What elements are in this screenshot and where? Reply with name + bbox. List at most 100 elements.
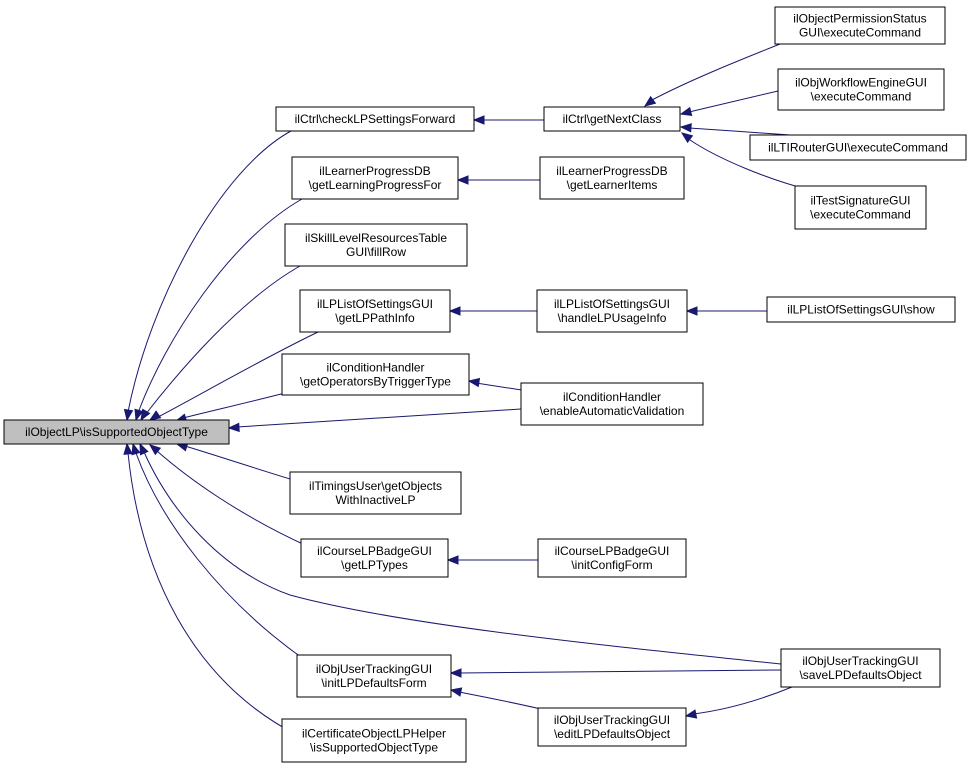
edge-getNextClass-to-checkLP (472, 115, 544, 125)
node-lpdbItems[interactable]: ilLearnerProgressDB\getLearnerItems (539, 156, 685, 200)
node-testSig[interactable]: ilTestSignatureGUI\executeCommand (794, 185, 927, 230)
nodes-layer: ilObjectLP\isSupportedObjectType ilCtrl\c… (3, 6, 967, 763)
node-condAuto[interactable]: ilConditionHandler\enableAutomaticValida… (520, 382, 704, 426)
node-root[interactable]: ilObjectLP\isSupportedObjectType (3, 419, 230, 445)
node-lpdbFor[interactable]: ilLearnerProgressDB\getLearningProgressF… (291, 156, 459, 200)
node-label: ilTestSignatureGUI (810, 194, 910, 208)
node-label: \initLPDefaultsForm (321, 676, 426, 690)
node-label: ilLTIRouterGUI\executeCommand (768, 141, 948, 155)
node-box (766, 296, 956, 323)
node-label: ilLPListOfSettingsGUI (317, 297, 433, 311)
node-label: ilLearnerProgressDB (556, 164, 667, 178)
node-label: ilConditionHandler (326, 361, 424, 375)
node-box (281, 718, 467, 763)
node-lpListPath[interactable]: ilLPListOfSettingsGUI\getLPPathInfo (299, 289, 451, 333)
node-label: \isSupportedObjectType (310, 741, 438, 755)
node-lpListShow[interactable]: ilLPListOfSettingsGUI\show (766, 296, 956, 323)
arrowhead-icon (123, 408, 134, 422)
arrowhead-icon (131, 442, 141, 456)
edge-permStatus-to-getNextClass (643, 43, 781, 107)
node-condOps[interactable]: ilConditionHandler\getOperatorsByTrigger… (281, 353, 470, 396)
arrowhead-icon (685, 306, 698, 316)
node-box (289, 471, 462, 515)
node-box (749, 134, 967, 161)
node-label: \getLPTypes (341, 558, 408, 572)
node-box (296, 654, 452, 698)
node-certHelper[interactable]: ilCertificateObjectLPHelper\isSupportedO… (281, 718, 467, 763)
edge-workflow-to-getNextClass (679, 90, 779, 117)
arrowhead-icon (148, 444, 162, 456)
edge-line (157, 331, 319, 418)
node-label: ilSkillLevelResourcesTable (305, 231, 447, 245)
node-utEdit[interactable]: ilObjUserTrackingGUI\editLPDefaultsObjec… (537, 707, 687, 747)
node-utSave[interactable]: ilObjUserTrackingGUI\saveLPDefaultsObjec… (780, 648, 941, 688)
edge-utSave-to-utInit (449, 668, 782, 678)
node-box (539, 156, 685, 200)
arrowhead-icon (227, 422, 240, 433)
node-getNextClass[interactable]: ilCtrl\getNextClass (543, 106, 681, 132)
arrowhead-icon (679, 106, 693, 117)
edge-line (692, 686, 793, 715)
node-badgeInit[interactable]: ilCourseLPBadgeGUI\initConfigForm (537, 538, 687, 578)
node-utInit[interactable]: ilObjUserTrackingGUI\initLPDefaultsForm (296, 654, 452, 698)
edge-line (184, 445, 301, 483)
edge-utInit-to-root (131, 442, 306, 661)
arrowhead-icon (449, 668, 462, 678)
node-permStatus[interactable]: ilObjectPermissionStatusGUI\executeComma… (774, 6, 946, 45)
edge-timings-to-root (175, 442, 301, 483)
edge-utEdit-to-utInit (449, 687, 546, 711)
node-label: ilObjUserTrackingGUI (316, 662, 432, 676)
edge-condAuto-to-root (227, 408, 522, 433)
edge-line (137, 198, 303, 414)
node-box (794, 185, 927, 230)
arrowhead-icon (456, 175, 469, 185)
arrowhead-icon (446, 555, 459, 565)
node-label: ilConditionHandler (563, 390, 661, 404)
node-label: GUI\fillRow (346, 245, 406, 259)
node-label: \handleLPUsageInfo (558, 311, 667, 325)
node-label: ilLPListOfSettingsGUI\show (787, 303, 935, 317)
node-box (284, 223, 468, 267)
edge-line (143, 451, 782, 665)
edge-line (688, 90, 779, 113)
arrowhead-icon (449, 687, 463, 697)
edge-line (458, 669, 782, 674)
edge-line (688, 127, 791, 136)
node-box (536, 289, 688, 333)
node-lpListUsage[interactable]: ilLPListOfSettingsGUI\handleLPUsageInfo (536, 289, 688, 333)
node-workflow[interactable]: ilObjWorkflowEngineGUI\executeCommand (777, 68, 945, 111)
node-label: \executeCommand (810, 208, 911, 222)
node-label: ilObjWorkflowEngineGUI (795, 76, 927, 90)
arrowhead-icon (680, 132, 694, 144)
node-label: ilCourseLPBadgeGUI (555, 544, 670, 558)
edge-checkLP-to-root (123, 130, 292, 422)
edge-line (127, 130, 292, 413)
node-ltiRouter[interactable]: ilLTIRouterGUI\executeCommand (749, 134, 967, 161)
arrowhead-icon (140, 408, 151, 422)
node-label: \enableAutomaticValidation (540, 404, 685, 418)
node-box (543, 106, 681, 132)
node-label: ilCourseLPBadgeGUI (317, 544, 432, 558)
node-label: WithInactiveLP (335, 493, 415, 507)
edge-lpdbFor-to-root (134, 198, 303, 422)
node-badgeTypes[interactable]: ilCourseLPBadgeGUI\getLPTypes (300, 538, 449, 578)
edge-utSave-to-utEdit (684, 686, 793, 719)
node-label: ilTimingsUser\getObjects (309, 479, 442, 493)
arrowhead-icon (679, 123, 692, 133)
node-box (774, 6, 946, 45)
node-label: ilCertificateObjectLPHelper (302, 727, 446, 741)
node-label: ilObjectLP\isSupportedObjectType (25, 425, 208, 439)
node-box (300, 538, 449, 578)
edge-line (236, 408, 522, 428)
arrowhead-icon (139, 442, 149, 456)
node-label: \getOperatorsByTriggerType (300, 375, 451, 389)
edge-line (651, 43, 781, 101)
arrowhead-icon (134, 408, 144, 422)
edge-condOps-to-root (174, 392, 286, 423)
node-checkLP[interactable]: ilCtrl\checkLPSettingsForward (275, 106, 475, 132)
edge-line (458, 691, 546, 711)
node-label: ilObjectPermissionStatus (793, 12, 926, 26)
